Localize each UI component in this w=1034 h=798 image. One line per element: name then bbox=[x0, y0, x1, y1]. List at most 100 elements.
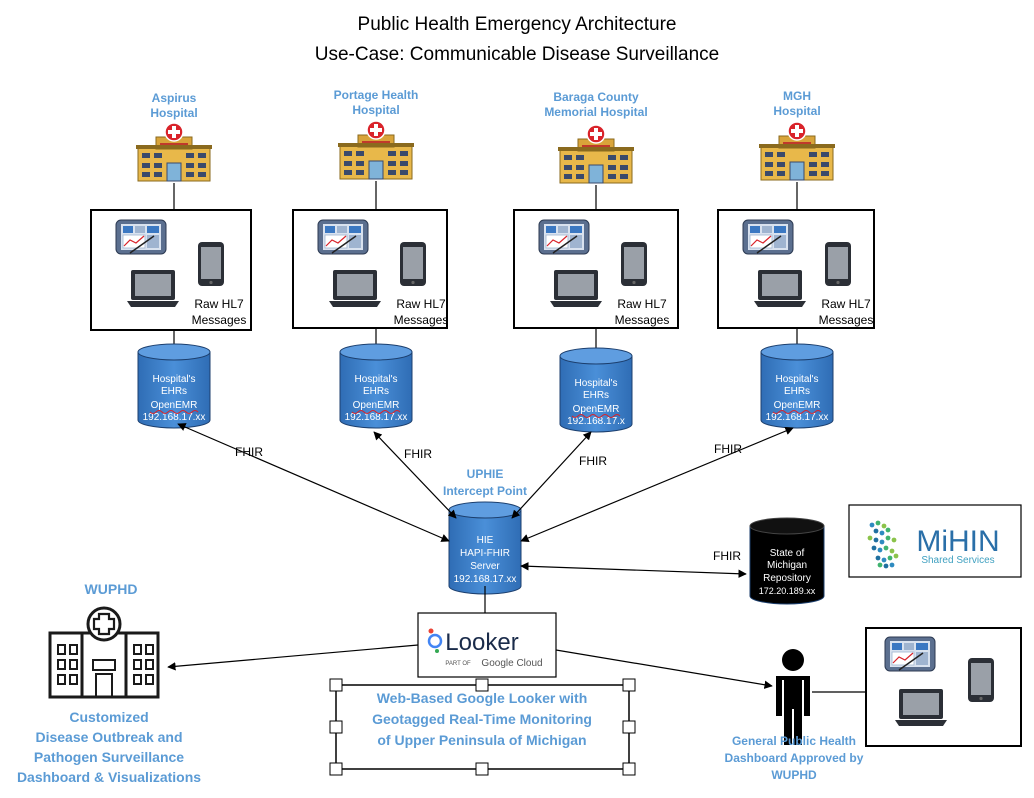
selection-handle[interactable] bbox=[329, 678, 343, 692]
hospital-name: Hospital bbox=[773, 104, 820, 118]
laptop-icon bbox=[754, 270, 806, 307]
smartphone-icon bbox=[968, 658, 994, 702]
wuphd-desc: Customized bbox=[69, 709, 148, 725]
hie-db-label: HAPI-FHIR bbox=[460, 548, 510, 559]
fhir-label: FHIR bbox=[235, 445, 263, 459]
wuphd-desc: Pathogen Surveillance bbox=[34, 749, 184, 765]
raw-hl7-label: Raw HL7 bbox=[396, 297, 446, 311]
diagram-title: Public Health Emergency Architecture bbox=[358, 14, 677, 35]
raw-hl7-label: Messages bbox=[819, 313, 874, 327]
laptop-icon bbox=[550, 270, 602, 307]
hospital-building-icon bbox=[135, 122, 213, 182]
db-label: EHRs bbox=[161, 386, 187, 397]
raw-hl7-label: Raw HL7 bbox=[194, 297, 244, 311]
ehr-database-cylinder bbox=[760, 343, 834, 429]
db-label: OpenEMR bbox=[151, 400, 198, 411]
repo-label: 172.20.189.xx bbox=[759, 586, 816, 596]
looker-public-arrow bbox=[555, 649, 773, 689]
diagram-subtitle: Use-Case: Communicable Disease Surveilla… bbox=[315, 44, 719, 65]
raw-hl7-label: Messages bbox=[394, 313, 449, 327]
db-label: Hospital's bbox=[354, 374, 397, 385]
repo-label: State of bbox=[770, 548, 805, 559]
fhir-arrow bbox=[177, 423, 450, 542]
hospital-name: Hospital bbox=[150, 106, 197, 120]
laptop-icon bbox=[127, 270, 179, 307]
wuphd-title: WUPHD bbox=[85, 581, 138, 597]
smartphone-icon bbox=[621, 242, 647, 286]
tablet-chart-icon bbox=[115, 219, 167, 255]
spellcheck-underline bbox=[772, 410, 822, 414]
web-box-text: of Upper Peninsula of Michigan bbox=[377, 732, 586, 748]
raw-hl7-label: Raw HL7 bbox=[617, 297, 667, 311]
db-label: EHRs bbox=[583, 390, 609, 401]
hospital-name: Hospital bbox=[352, 103, 399, 117]
public-desc: Dashboard Approved by bbox=[725, 751, 864, 765]
db-label: Hospital's bbox=[775, 374, 818, 385]
person-icon bbox=[776, 649, 810, 745]
fhir-arrow bbox=[520, 427, 794, 542]
michigan-map-logo bbox=[867, 520, 899, 569]
db-label: OpenEMR bbox=[353, 400, 400, 411]
laptop-icon bbox=[895, 689, 947, 726]
ehr-database-cylinder bbox=[559, 347, 633, 433]
tablet-chart-icon bbox=[884, 636, 936, 672]
selection-handle[interactable] bbox=[329, 762, 343, 776]
looker-google-cloud: Google Cloud bbox=[481, 658, 542, 669]
selection-handle[interactable] bbox=[622, 678, 636, 692]
hospital-name: Baraga County bbox=[553, 90, 639, 104]
tablet-chart-icon bbox=[742, 219, 794, 255]
web-box-text: Geotagged Real-Time Monitoring bbox=[372, 711, 592, 727]
hie-db-label: Server bbox=[470, 561, 500, 572]
hie-db-label: HIE bbox=[477, 535, 494, 546]
smartphone-icon bbox=[198, 242, 224, 286]
selection-handle[interactable] bbox=[622, 762, 636, 776]
db-label: 192.168.17.x bbox=[567, 416, 625, 427]
looker-wuphd-arrow bbox=[167, 644, 419, 671]
db-label: OpenEMR bbox=[774, 400, 821, 411]
wuphd-desc: Disease Outbreak and bbox=[35, 729, 182, 745]
fhir-label: FHIR bbox=[579, 454, 607, 468]
smartphone-icon bbox=[825, 242, 851, 286]
repo-label: Michigan bbox=[767, 560, 807, 571]
web-box-text: Web-Based Google Looker with bbox=[377, 690, 588, 706]
ehr-database-cylinder bbox=[137, 343, 211, 429]
db-label: Hospital's bbox=[574, 378, 617, 389]
hospital-building-icon bbox=[758, 121, 836, 181]
raw-hl7-label: Messages bbox=[192, 313, 247, 327]
db-label: EHRs bbox=[363, 386, 389, 397]
hie-db-label: 192.168.17.xx bbox=[454, 574, 517, 585]
db-label: 192.168.17.xx bbox=[766, 412, 829, 423]
fhir-arrow bbox=[511, 431, 592, 519]
spellcheck-underline bbox=[571, 414, 621, 418]
fhir-arrow bbox=[520, 562, 747, 578]
mihin-logo-text: MiHIN bbox=[916, 525, 999, 558]
db-label: EHRs bbox=[784, 386, 810, 397]
wuphd-desc: Dashboard & Visualizations bbox=[17, 769, 201, 785]
tablet-chart-icon bbox=[538, 219, 590, 255]
db-label: OpenEMR bbox=[573, 404, 620, 415]
hospital-name: MGH bbox=[783, 89, 811, 103]
hospital-name: Aspirus bbox=[152, 91, 197, 105]
selection-handle[interactable] bbox=[475, 762, 489, 776]
mihin-logo-subtext: Shared Services bbox=[921, 555, 994, 566]
selection-handle[interactable] bbox=[329, 720, 343, 734]
hie-subtitle: Intercept Point bbox=[443, 484, 527, 498]
hospital-building-icon bbox=[337, 120, 415, 180]
state-repository-cylinder bbox=[749, 517, 825, 605]
raw-hl7-label: Messages bbox=[615, 313, 670, 327]
hospital-building-icon bbox=[557, 124, 635, 184]
selection-handle[interactable] bbox=[475, 678, 489, 692]
hie-fhir-server-cylinder bbox=[448, 501, 522, 595]
smartphone-icon bbox=[400, 242, 426, 286]
fhir-label: FHIR bbox=[713, 549, 741, 563]
raw-hl7-label: Raw HL7 bbox=[821, 297, 871, 311]
public-desc: General Public Health bbox=[732, 734, 856, 748]
hie-title: UPHIE bbox=[467, 467, 504, 481]
fhir-arrow bbox=[373, 431, 457, 519]
spellcheck-underline bbox=[351, 410, 401, 414]
fhir-label: FHIR bbox=[404, 447, 432, 461]
fhir-label: FHIR bbox=[714, 442, 742, 456]
hospital-name: Portage Health bbox=[334, 88, 419, 102]
selection-handle[interactable] bbox=[622, 720, 636, 734]
